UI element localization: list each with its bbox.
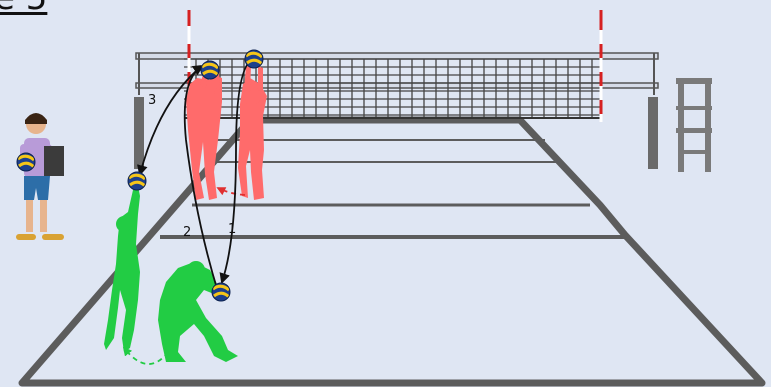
volleyball-icon: [126, 170, 148, 192]
coach-icon: [15, 113, 64, 240]
trajectory-2: [183, 64, 219, 293]
trajectory-1: [219, 57, 257, 285]
referee-chair-icon: [676, 78, 712, 172]
net-mesh: [184, 58, 600, 118]
drill-title: e 5: [0, 0, 47, 18]
front-movement-arrow: [216, 187, 246, 196]
back-player-receiver: [158, 261, 238, 362]
volleyball-icon: [199, 59, 221, 81]
volleyball-icon: [210, 281, 232, 303]
front-player-1: [186, 70, 222, 200]
trajectory-3: [137, 65, 203, 177]
net-right-post: [648, 97, 658, 169]
front-player-2: [238, 66, 267, 200]
back-movement-arrow: [122, 346, 169, 365]
sequence-label-1: 1: [228, 222, 236, 237]
sequence-label-3: 3: [148, 93, 156, 108]
net-left-post: [134, 97, 144, 169]
ball-trajectories: [137, 57, 257, 293]
sequence-label-2: 2: [183, 225, 191, 240]
net-top-band: [135, 52, 659, 60]
back-player-setter: [104, 186, 140, 352]
volleyball-icon: [243, 48, 265, 70]
